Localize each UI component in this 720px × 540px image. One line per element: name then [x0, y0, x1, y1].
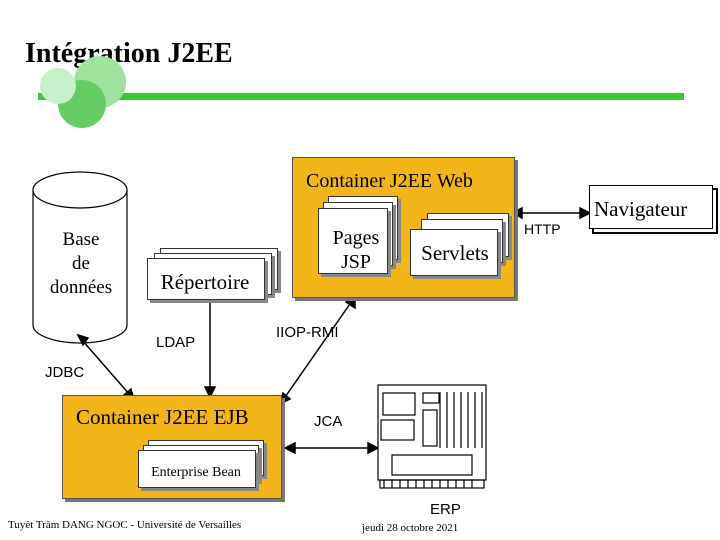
jsp-label: Pages JSP [332, 227, 380, 273]
repertoire-front [147, 258, 265, 300]
jdbc-label: JDBC [45, 364, 85, 381]
iiop-arrow [282, 300, 353, 401]
ejb-container-label: Container J2EE EJB [76, 405, 249, 429]
iiop-label: IIOP-RMI [276, 324, 339, 341]
decor-circle-3 [40, 68, 76, 104]
database-cylinder [32, 171, 128, 344]
jca-label: JCA [314, 413, 343, 430]
database-label: Base de données [49, 229, 113, 298]
servlet-front [410, 229, 498, 276]
navigator-label: Navigateur [594, 197, 688, 221]
http-label: HTTP [524, 221, 561, 237]
navigator-box [589, 185, 718, 234]
enterprise-bean-front [138, 450, 256, 488]
erp-machine [377, 384, 487, 489]
footer-author: Tuyêt Trâm DANG NGOC - Université de Ver… [8, 519, 242, 531]
servlets-label: Servlets [421, 241, 489, 265]
ldap-label: LDAP [156, 334, 196, 351]
repertoire-label: Répertoire [160, 270, 250, 294]
erp-label: ERP [430, 501, 461, 518]
web-container-label: Container J2EE Web [306, 170, 473, 192]
slide-title: Intégration J2EE [25, 38, 233, 69]
enterprise-bean-label: Enterprise Bean [151, 465, 241, 480]
jdbc-arrow [81, 339, 131, 396]
title-underline-bar [38, 93, 684, 100]
footer-date: jeudi 28 octobre 2021 [362, 522, 459, 534]
jsp-page-front [318, 208, 388, 274]
